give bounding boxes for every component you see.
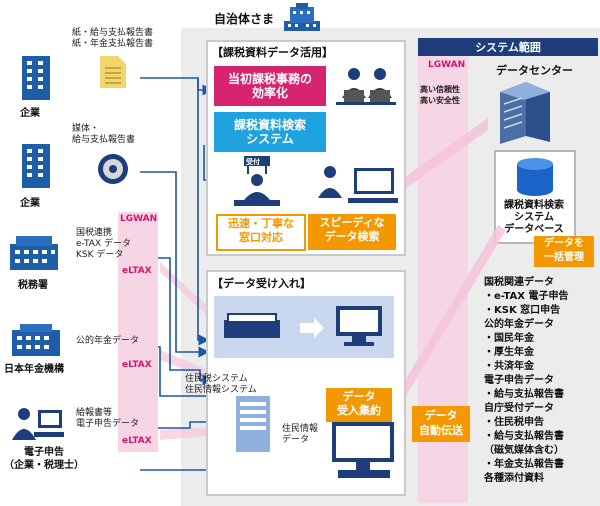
scanner-icon bbox=[222, 312, 282, 346]
e-filing-data: 給報書等 電子申告データ bbox=[76, 408, 140, 429]
pension-building-icon bbox=[10, 322, 62, 362]
list-item: ・年金支払報告書 bbox=[484, 459, 564, 470]
eltax-label-1: eLTAX bbox=[122, 266, 152, 276]
counter-sign: 受付 bbox=[246, 158, 260, 166]
list-item: （磁気媒体含む） bbox=[484, 445, 564, 456]
aggregate-label: データ 受入集約 bbox=[326, 388, 392, 422]
list-item: ・e-TAX 電子申告 bbox=[484, 291, 569, 302]
list-item: 国税関連データ bbox=[484, 277, 554, 288]
reception-counter-icon bbox=[232, 156, 284, 212]
company-building-icon bbox=[18, 144, 54, 194]
disc-icon bbox=[96, 152, 130, 190]
manage-badge: データを 一括管理 bbox=[534, 236, 594, 267]
datacenter-label: データセンター bbox=[496, 64, 573, 77]
list-item: ・共済年金 bbox=[484, 361, 534, 372]
page-title: 自治体さま bbox=[214, 12, 275, 26]
list-item: ・給与支払報告書 bbox=[484, 431, 564, 442]
auto-transfer-badge: データ 自動伝送 bbox=[412, 406, 470, 442]
monitor-icon bbox=[334, 304, 384, 354]
list-item: 自庁受付データ bbox=[484, 403, 554, 414]
data-utilization-title: 【課税資料データ活用】 bbox=[212, 46, 333, 59]
tax-office-data: 国税連携 e-TAX データ KSK データ bbox=[76, 228, 131, 260]
eltax-label-3: eLTAX bbox=[122, 436, 152, 446]
list-item: ・厚生年金 bbox=[484, 347, 534, 358]
resident-system-label: 住民税システム 住民情報システム bbox=[185, 374, 257, 395]
tax-office-label: 税務署 bbox=[18, 280, 48, 291]
system-range-header: システム範囲 bbox=[418, 38, 598, 56]
tax-office-building-icon bbox=[8, 232, 60, 276]
company-2-label: 企業 bbox=[20, 198, 40, 209]
municipality-building-icon bbox=[282, 3, 322, 35]
database-label: 課税資料検索 システム データベース bbox=[504, 200, 564, 235]
list-item: ・給与支払報告書 bbox=[484, 389, 564, 400]
list-item: ・KSK 窓口申告 bbox=[484, 305, 561, 316]
e-filing-user-icon bbox=[10, 404, 66, 448]
list-item: ・国民年金 bbox=[484, 333, 534, 344]
resident-data-label: 住民情報 データ bbox=[282, 424, 319, 445]
e-filing-label: 電子申告 （企業・税理士） bbox=[4, 447, 84, 471]
document-icon bbox=[98, 54, 128, 94]
company-1-label: 企業 bbox=[20, 108, 40, 119]
search-system-button: 課税資料検索 システム bbox=[214, 112, 326, 152]
list-item: 公的年金データ bbox=[484, 319, 554, 330]
left-lgwan-label: LGWAN bbox=[120, 214, 158, 224]
data-acceptance-title: 【データ受け入れ】 bbox=[212, 277, 311, 290]
database-icon bbox=[515, 156, 555, 200]
reliability-text: 高い信頼性 高い安全性 bbox=[420, 85, 460, 105]
system-range-label: システム範囲 bbox=[475, 41, 541, 54]
company-1-docs: 紙・給与支払報告書 紙・年金支払報告書 bbox=[72, 28, 154, 49]
lgwan-label: LGWAN bbox=[428, 60, 466, 70]
searcher-computer-icon bbox=[318, 162, 398, 210]
left-lgwan-band bbox=[118, 212, 158, 452]
company-2-docs: 媒体・ 給与支払報告書 bbox=[72, 124, 136, 145]
speedy-label: スピーディな データ検索 bbox=[308, 214, 396, 250]
list-item: 各種添付資料 bbox=[484, 473, 544, 484]
company-building-icon bbox=[18, 56, 54, 106]
pension-label: 日本年金機構 bbox=[4, 364, 64, 375]
search-system-label: 課税資料検索 システム bbox=[233, 118, 306, 146]
list-item: 電子申告データ bbox=[484, 375, 554, 386]
resident-server-icon bbox=[234, 396, 274, 458]
data-list: 国税関連データ ・e-TAX 電子申告 ・KSK 窓口申告 公的年金データ ・国… bbox=[484, 276, 568, 486]
office-workers-icon bbox=[332, 64, 398, 112]
eltax-label-2: eLTAX bbox=[122, 360, 152, 370]
reception-label: 迅速・丁寧な 窓口対応 bbox=[216, 214, 306, 251]
list-item: ・住民税申告 bbox=[484, 417, 544, 428]
efficiency-label: 当初課税事務の 効率化 bbox=[227, 72, 312, 100]
workstation-icon bbox=[330, 420, 396, 488]
efficiency-button: 当初課税事務の 効率化 bbox=[214, 66, 326, 106]
pension-data: 公的年金データ bbox=[76, 336, 140, 346]
datacenter-server-icon bbox=[492, 78, 556, 152]
right-arrow-icon bbox=[300, 318, 324, 342]
